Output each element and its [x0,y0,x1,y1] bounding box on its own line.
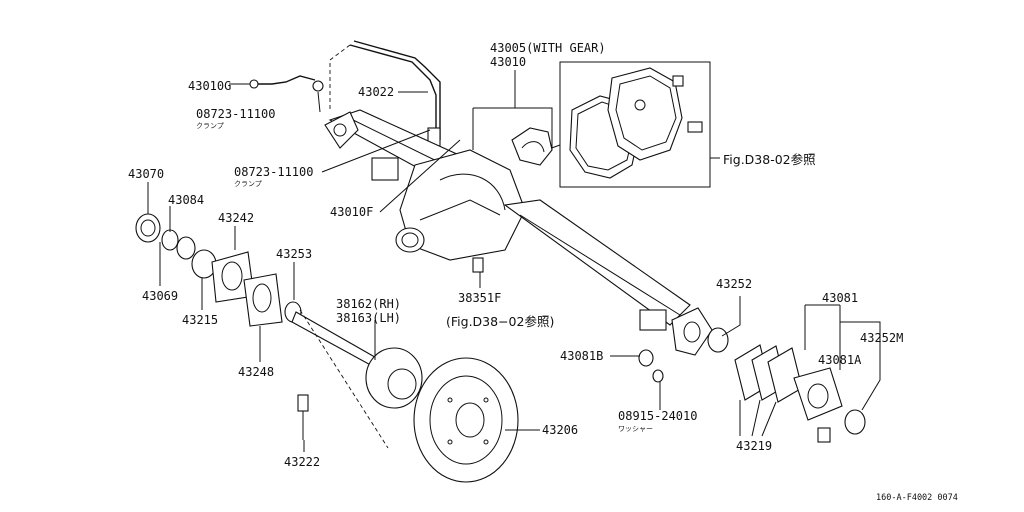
label-washer-kana: ワッシャー [618,425,653,433]
diff-cover-box [545,61,711,188]
label-clamp-code-2: 08723-11100 [234,165,313,179]
label-washer-code: 08915-24010 [618,409,697,423]
label-fig-ref-1: Fig.D38-02参照 [723,152,816,167]
label-43081b: 43081B [560,349,603,363]
hub-bolt [297,394,309,440]
label-43252m: 43252M [860,331,903,345]
label-43022: 43022 [358,85,394,99]
label-43010g: 43010G [188,79,231,93]
label-43081a: 43081A [818,353,862,367]
label-43010f: 43010F [330,205,373,219]
label-43005: 43005(WITH GEAR) [490,41,606,55]
label-43069: 43069 [142,289,178,303]
diagram-code: 160-A-F4002 0074 [876,493,958,503]
label-43242: 43242 [218,211,254,225]
label-43215: 43215 [182,313,218,327]
brake-drum [413,357,522,483]
label-43010: 43010 [490,55,526,69]
left-side-parts [135,213,302,327]
label-clamp-code-1: 08723-11100 [196,107,275,121]
label-43219: 43219 [736,439,772,453]
label-clamp-kana-1: クランプ [196,122,224,130]
label-43206: 43206 [542,423,578,437]
label-43081: 43081 [822,291,858,305]
label-38163: 38163(LH) [336,311,401,325]
label-43070: 43070 [128,167,164,181]
label-43253: 43253 [276,247,312,261]
label-43222: 43222 [284,455,320,469]
label-43252: 43252 [716,277,752,291]
leader-lines [147,70,881,452]
part-labels: 43005(WITH GEAR) 43010 43010G 08723-1110… [128,41,958,503]
label-43084: 43084 [168,193,204,207]
label-38162: 38162(RH) [336,297,401,311]
label-fig-ref-2: (Fig.D38−02参照) [446,314,554,329]
label-38351f: 38351F [458,291,501,305]
brake-pipe [249,40,441,147]
right-side-parts [638,327,866,443]
bearing-cap [511,127,553,166]
label-clamp-kana-2: クランプ [234,180,262,188]
label-43248: 43248 [238,365,274,379]
axle-shaft [291,309,423,449]
